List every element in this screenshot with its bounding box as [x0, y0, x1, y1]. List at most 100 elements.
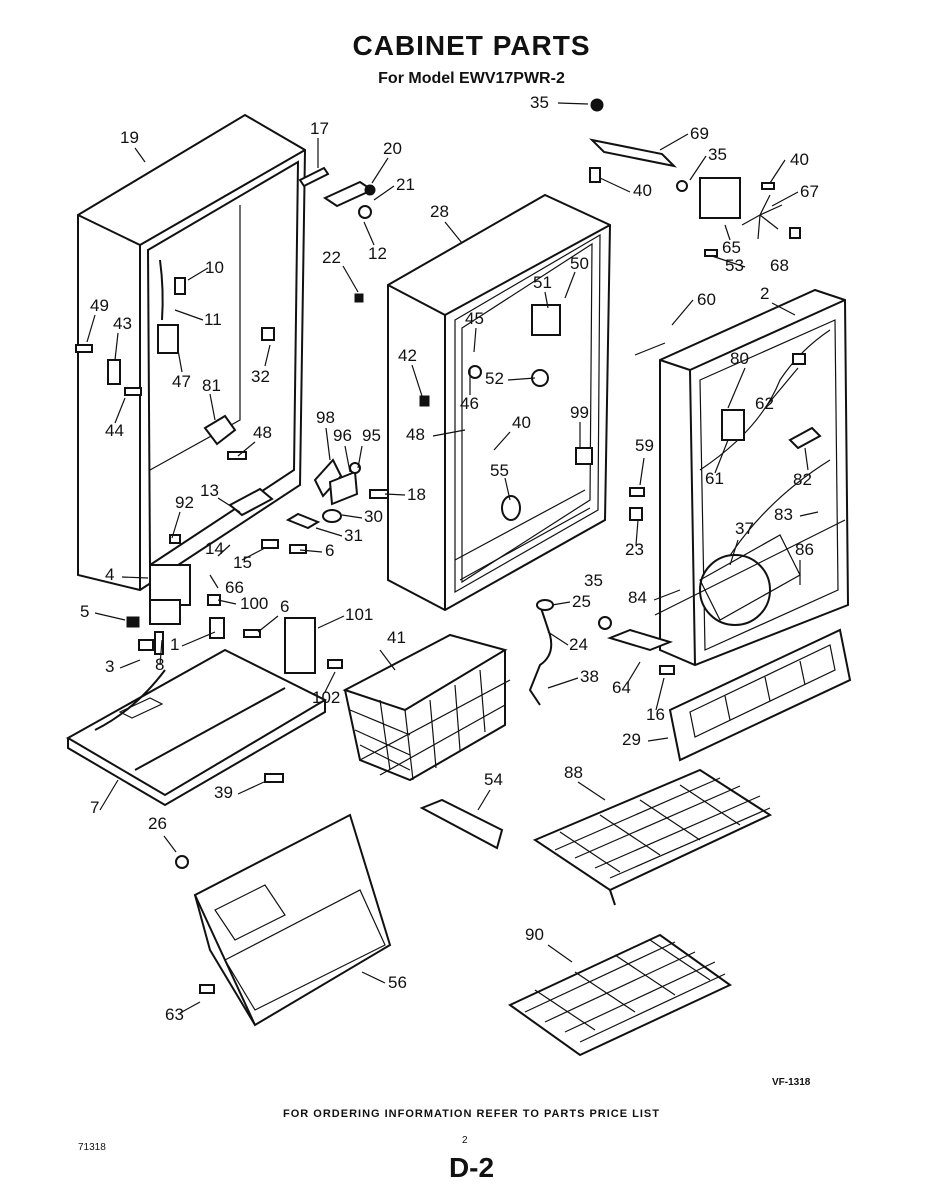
part-label-26: 26	[148, 814, 167, 833]
freezer-liner	[354, 193, 612, 612]
part-label-24: 24	[569, 635, 588, 654]
callout-leader-102	[324, 671, 336, 693]
callout-leader-22	[342, 265, 359, 293]
callout-leader-40	[493, 431, 511, 451]
callout-leader-19	[134, 147, 146, 163]
part-label-98: 98	[316, 408, 335, 427]
callout-leader-88	[577, 781, 606, 801]
callout-leader-24	[547, 631, 569, 646]
part-label-40: 40	[633, 181, 652, 200]
part-label-81: 81	[202, 376, 221, 395]
part-label-10: 10	[205, 258, 224, 277]
callout-leader-45	[473, 327, 477, 353]
part-label-35: 35	[530, 93, 549, 112]
callout-leader-48	[237, 441, 256, 457]
callout-leader-4	[121, 576, 149, 579]
callout-leader-92	[171, 511, 181, 539]
callout-leader-21	[373, 185, 395, 201]
callout-leader-47	[177, 349, 183, 373]
callout-leader-66	[209, 574, 219, 589]
callout-leader-50	[564, 271, 576, 299]
rail	[419, 798, 504, 850]
cabinet-hardware	[75, 166, 376, 655]
part-label-28: 28	[430, 202, 449, 221]
callout-leader-3	[119, 659, 141, 669]
callout-leader-96	[344, 445, 351, 473]
part-label-86: 86	[795, 540, 814, 559]
part-label-64: 64	[612, 678, 631, 697]
part-label-61: 61	[705, 469, 724, 488]
part-label-51: 51	[533, 273, 552, 292]
drain-parts	[528, 599, 675, 706]
part-label-23: 23	[625, 540, 644, 559]
callout-leader-28	[444, 221, 463, 244]
callout-leader-55	[504, 477, 511, 501]
callout-leader-11	[174, 309, 204, 321]
part-label-45: 45	[465, 309, 484, 328]
part-label-90: 90	[525, 925, 544, 944]
part-label-47: 47	[172, 372, 191, 391]
callout-leader-54	[477, 789, 491, 811]
part-label-15: 15	[233, 553, 252, 572]
part-label-68: 68	[770, 256, 789, 275]
page-number: 2	[462, 1135, 468, 1146]
part-label-52: 52	[485, 369, 504, 388]
callout-leader-53	[711, 255, 746, 268]
callout-leader-32	[264, 344, 271, 367]
part-label-80: 80	[730, 349, 749, 368]
part-label-92: 92	[175, 493, 194, 512]
callout-leader-49	[86, 314, 96, 343]
callout-leader-44	[114, 397, 126, 424]
part-label-11: 11	[204, 310, 222, 329]
part-label-59: 59	[635, 436, 654, 455]
part-label-22: 22	[322, 248, 341, 267]
part-label-84: 84	[628, 588, 647, 607]
callout-leader-42	[411, 364, 423, 397]
callout-leader-65	[724, 224, 731, 241]
part-label-102: 102	[312, 688, 340, 707]
part-label-48: 48	[406, 425, 425, 444]
part-label-50: 50	[570, 254, 589, 273]
callout-leader-10	[187, 267, 209, 281]
part-label-29: 29	[622, 730, 641, 749]
part-label-49: 49	[90, 296, 109, 315]
part-label-20: 20	[383, 139, 402, 158]
callout-leader-6	[257, 615, 279, 633]
part-label-30: 30	[364, 507, 383, 526]
callout-leader-64	[627, 661, 641, 683]
callout-leader-26	[163, 835, 177, 853]
part-label-18: 18	[407, 485, 426, 504]
freezer-door	[629, 288, 850, 667]
part-label-101: 101	[345, 605, 373, 624]
callout-leader-101	[317, 615, 345, 629]
callout-leader-37	[729, 539, 739, 566]
part-label-35: 35	[708, 145, 727, 164]
callout-leader-48	[432, 429, 466, 437]
part-label-25: 25	[572, 592, 591, 611]
shelf-90	[508, 933, 732, 1057]
part-label-2: 2	[760, 284, 769, 303]
callout-leader-39	[237, 781, 265, 795]
part-label-7: 7	[90, 798, 99, 817]
part-label-19: 19	[120, 128, 139, 147]
part-label-5: 5	[80, 602, 89, 621]
callout-leader-52	[507, 377, 536, 381]
callout-leader-18	[384, 493, 406, 496]
part-label-16: 16	[646, 705, 665, 724]
callout-leader-35	[557, 102, 589, 105]
part-label-60: 60	[697, 290, 716, 309]
cover-panel	[193, 813, 392, 1027]
part-label-62: 62	[755, 394, 774, 413]
part-label-17: 17	[310, 119, 329, 138]
part-label-54: 54	[484, 770, 503, 789]
callout-leader-83	[799, 511, 819, 517]
part-label-37: 37	[735, 519, 754, 538]
part-label-56: 56	[388, 973, 407, 992]
part-label-66: 66	[225, 578, 244, 597]
liner-brackets	[313, 458, 389, 523]
callout-leader-51	[544, 291, 549, 309]
part-label-82: 82	[793, 470, 812, 489]
callout-leader-59	[639, 457, 645, 486]
ordering-note: FOR ORDERING INFORMATION REFER TO PARTS …	[283, 1108, 660, 1120]
part-label-3: 3	[105, 657, 114, 676]
